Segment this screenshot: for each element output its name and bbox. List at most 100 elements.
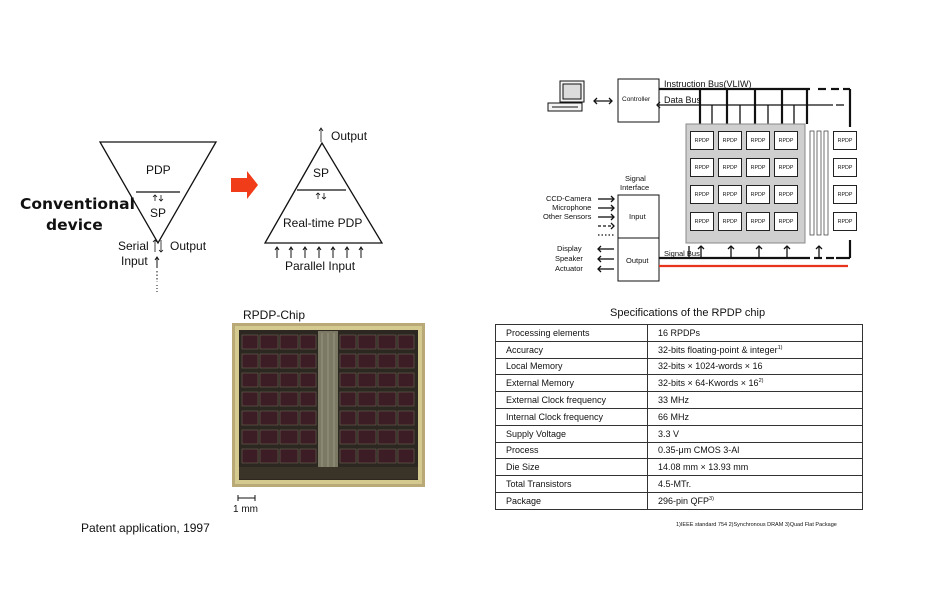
sensor-microphone: Microphone (552, 203, 592, 212)
transition-arrow (231, 171, 258, 199)
pe-cell: RPDP (690, 158, 714, 177)
spec-value: 33 MHz (647, 391, 863, 409)
spec-key: Total Transistors (495, 475, 648, 493)
sensor-list: CCD-Camera Microphone Other Sensors (543, 194, 591, 221)
heading-line-1: Conventional (20, 195, 135, 213)
pe-cell: RPDP (690, 131, 714, 150)
serial-input-arrows (154, 256, 160, 292)
spec-value: 32-bits floating-point & integer1) (647, 340, 863, 359)
spec-value: 0.35-μm CMOS 3-Al (647, 441, 863, 460)
output-label-left: Output (170, 239, 207, 253)
realtime-pdp-label: Real-time PDP (283, 216, 363, 230)
spec-value-text: 32-bits floating-point & integer (658, 344, 778, 355)
spec-value-text: 0.35-μm CMOS 3-Al (658, 445, 740, 456)
exchange-arrows-right (315, 127, 327, 200)
spec-value-text: 3.3 V (658, 428, 680, 439)
parallel-input-arrows (274, 246, 364, 258)
pe-cell: RPDP (746, 131, 770, 150)
signal-bus (659, 240, 852, 268)
parallel-input-label: Parallel Input (285, 259, 356, 273)
signal-label: Signal (625, 174, 646, 183)
spec-value: 66 MHz (647, 407, 863, 426)
chip-title: RPDP-Chip (243, 308, 306, 322)
inverted-triangle (98, 141, 218, 245)
input-label: Input (121, 254, 148, 268)
spec-key: External Memory (495, 374, 648, 393)
spec-value-text: 4.5-MTr. (658, 479, 692, 490)
scale-bar-icon (237, 495, 256, 501)
pe-cell: RPDP (833, 212, 857, 231)
pe-cell: RPDP (718, 185, 742, 204)
input-box-label: Input (629, 212, 646, 221)
sensor-other: Other Sensors (543, 212, 592, 221)
pe-column-right: RPDP RPDP RPDP RPDP (833, 131, 857, 231)
spec-value: 16 RPDPs (647, 324, 863, 342)
spec-key: Accuracy (495, 340, 648, 359)
signal-bus-label: Signal Bus (664, 249, 700, 258)
output-display: Display (557, 244, 582, 253)
spec-key: Die Size (495, 458, 648, 477)
pe-cell: RPDP (690, 185, 714, 204)
output-actuator: Actuator (555, 264, 583, 273)
pe-grid: RPDP RPDP RPDP RPDP RPDP RPDP RPDP RPDP … (690, 131, 802, 231)
output-speaker: Speaker (555, 254, 583, 263)
spec-key: External Clock frequency (495, 391, 648, 409)
spec-key: Supply Voltage (495, 424, 648, 443)
pe-cell: RPDP (833, 131, 857, 150)
pc-controller-link (593, 97, 613, 105)
spec-value: 4.5-MTr. (647, 475, 863, 493)
spec-footnote-ref: 2) (758, 378, 764, 385)
spec-value-text: 14.08 mm × 13.93 mm (658, 462, 749, 473)
upright-triangle (263, 141, 384, 244)
spec-value: 32-bits × 1024-words × 16 (647, 357, 863, 376)
die-blocks (241, 334, 415, 464)
pe-cell: RPDP (690, 212, 714, 231)
instruction-bus-label: Instruction Bus(VLIW) (664, 79, 752, 89)
actuator-list: Display Speaker Actuator (555, 244, 583, 274)
spec-value-text: 16 RPDPs (658, 327, 701, 338)
sensor-ccd-camera: CCD-Camera (545, 194, 592, 203)
output-box-label: Output (626, 256, 649, 265)
spec-value-text: 66 MHz (658, 411, 690, 422)
instruction-bus (659, 87, 852, 127)
side-columns (809, 130, 829, 236)
spec-value-text: 296-pin QFP (658, 495, 710, 506)
specs-footnote: 1)IEEE standard 754 2)Synchronous DRAM 3… (676, 522, 837, 528)
exchange-arrows-left (152, 194, 164, 253)
sp-label-left: SP (150, 206, 167, 220)
pe-cell: RPDP (833, 185, 857, 204)
spec-key: Package (495, 491, 648, 510)
heading-line-2: device (46, 216, 103, 234)
conventional-device-heading: Conventional device (20, 194, 135, 236)
spec-key: Processing elements (495, 324, 648, 342)
pe-cell: RPDP (833, 158, 857, 177)
spec-value-text: 32-bits × 1024-words × 16 (658, 361, 763, 372)
spec-value: 14.08 mm × 13.93 mm (647, 458, 863, 477)
spec-footnote-ref: 1) (777, 344, 783, 351)
serial-label: Serial (118, 239, 149, 253)
computer-icon (547, 80, 585, 112)
spec-value: 3.3 V (647, 424, 863, 443)
spec-row: External Clock frequency 33 MHz (495, 391, 863, 409)
data-bus (656, 101, 844, 124)
controller-label: Controller (622, 96, 651, 103)
output-box (617, 237, 660, 282)
output-label-right: Output (331, 129, 368, 143)
spec-row: Die Size 14.08 mm × 13.93 mm (495, 458, 863, 477)
spec-value-text: 32-bits × 64-Kwords × 16 (658, 378, 759, 389)
actuator-output-arrows (597, 245, 614, 273)
spec-value: 296-pin QFP3) (647, 491, 863, 510)
spec-key: Internal Clock frequency (495, 407, 648, 426)
data-bus-label: Data Bus (664, 95, 702, 105)
spec-row: Total Transistors 4.5-MTr. (495, 475, 863, 493)
spec-row: Processing elements 16 RPDPs (495, 324, 863, 342)
spec-value-text: 33 MHz (658, 395, 690, 406)
pe-cell: RPDP (746, 212, 770, 231)
pe-cell: RPDP (774, 185, 798, 204)
spec-value: 32-bits × 64-Kwords × 162) (647, 374, 863, 393)
